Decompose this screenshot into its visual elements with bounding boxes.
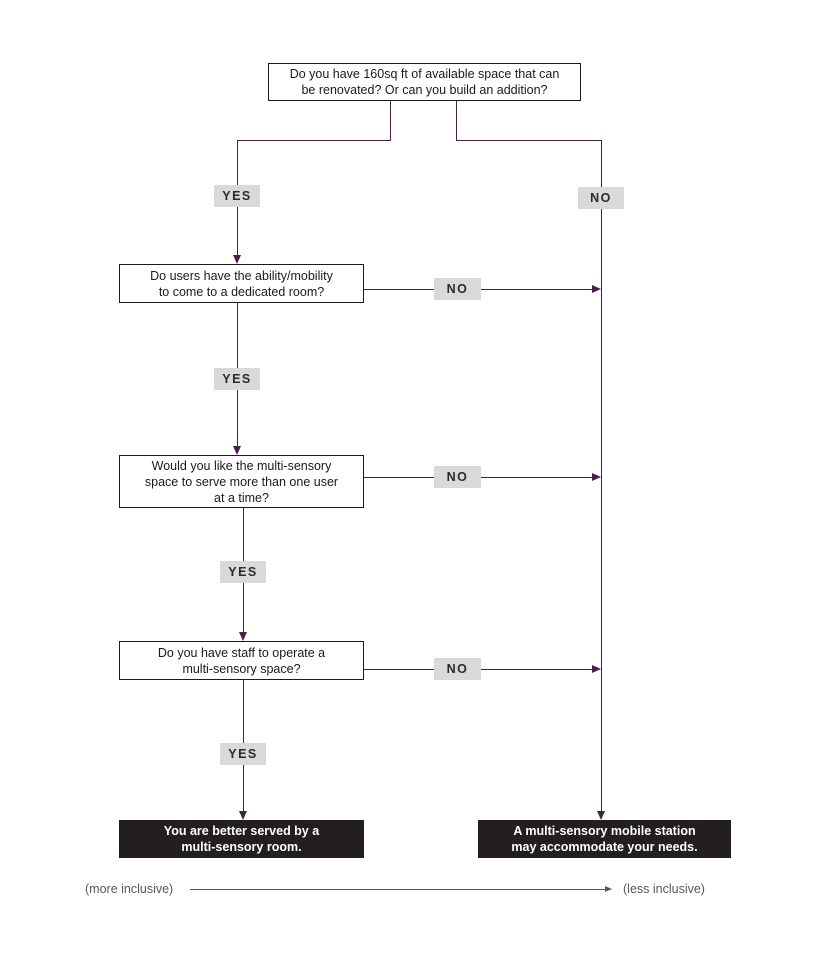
no-label: NO [434,658,481,680]
arrowhead-down-icon [233,255,241,264]
question-box-staff: Do you have staff to operate a multi-sen… [119,641,364,680]
arrowhead-right-icon [592,285,601,293]
question-text-line: Would you like the multi-sensory [151,458,332,473]
question-text-line: Do you have staff to operate a [157,645,326,660]
yes-label: YES [220,561,266,583]
arrowhead-right-icon [592,665,601,673]
question-text-line: space to serve more than one user [144,474,339,489]
no-label: NO [434,278,481,300]
axis-arrowhead-right-icon [605,886,612,892]
arrowhead-right-icon [592,473,601,481]
outcome-text-line: may accommodate your needs. [511,840,698,854]
question-text-line: to come to a dedicated room? [158,284,325,299]
arrowhead-down-icon [239,811,247,820]
connector-stub-right [456,101,457,140]
question-box-mobility: Do users have the ability/mobility to co… [119,264,364,303]
question-box-space: Do you have 160sq ft of available space … [268,63,581,101]
question-text-line: Do users have the ability/mobility [150,268,333,283]
connector-stub-left [390,101,391,140]
yes-label: YES [214,368,260,390]
question-text-line: be renovated? Or can you build an additi… [301,83,548,97]
no-label: NO [578,187,624,209]
axis-label-more-inclusive: (more inclusive) [85,882,174,896]
question-text-line: multi-sensory space? [182,661,301,676]
question-text-line: at a time? [214,490,269,505]
question-box-multi-user: Would you like the multi-sensory space t… [119,455,364,508]
no-label: NO [434,466,481,488]
connector-branch-left [237,140,391,141]
arrowhead-down-icon [239,632,247,641]
question-text-line: Do you have 160sq ft of available space … [289,67,560,81]
outcome-text-line: You are better served by a [163,824,320,838]
yes-label: YES [220,743,266,765]
arrowhead-down-icon [597,811,605,820]
outcome-box-mobile: A multi-sensory mobile station may accom… [478,820,731,858]
axis-label-less-inclusive: (less inclusive) [623,882,705,896]
axis-line [190,889,605,890]
outcome-box-room: You are better served by a multi-sensory… [119,820,364,858]
outcome-text-line: multi-sensory room. [181,840,302,854]
outcome-text-line: A multi-sensory mobile station [513,824,696,838]
connector-no-branch [601,140,602,811]
connector-branch-right [456,140,602,141]
yes-label: YES [214,185,260,207]
arrowhead-down-icon [233,446,241,455]
